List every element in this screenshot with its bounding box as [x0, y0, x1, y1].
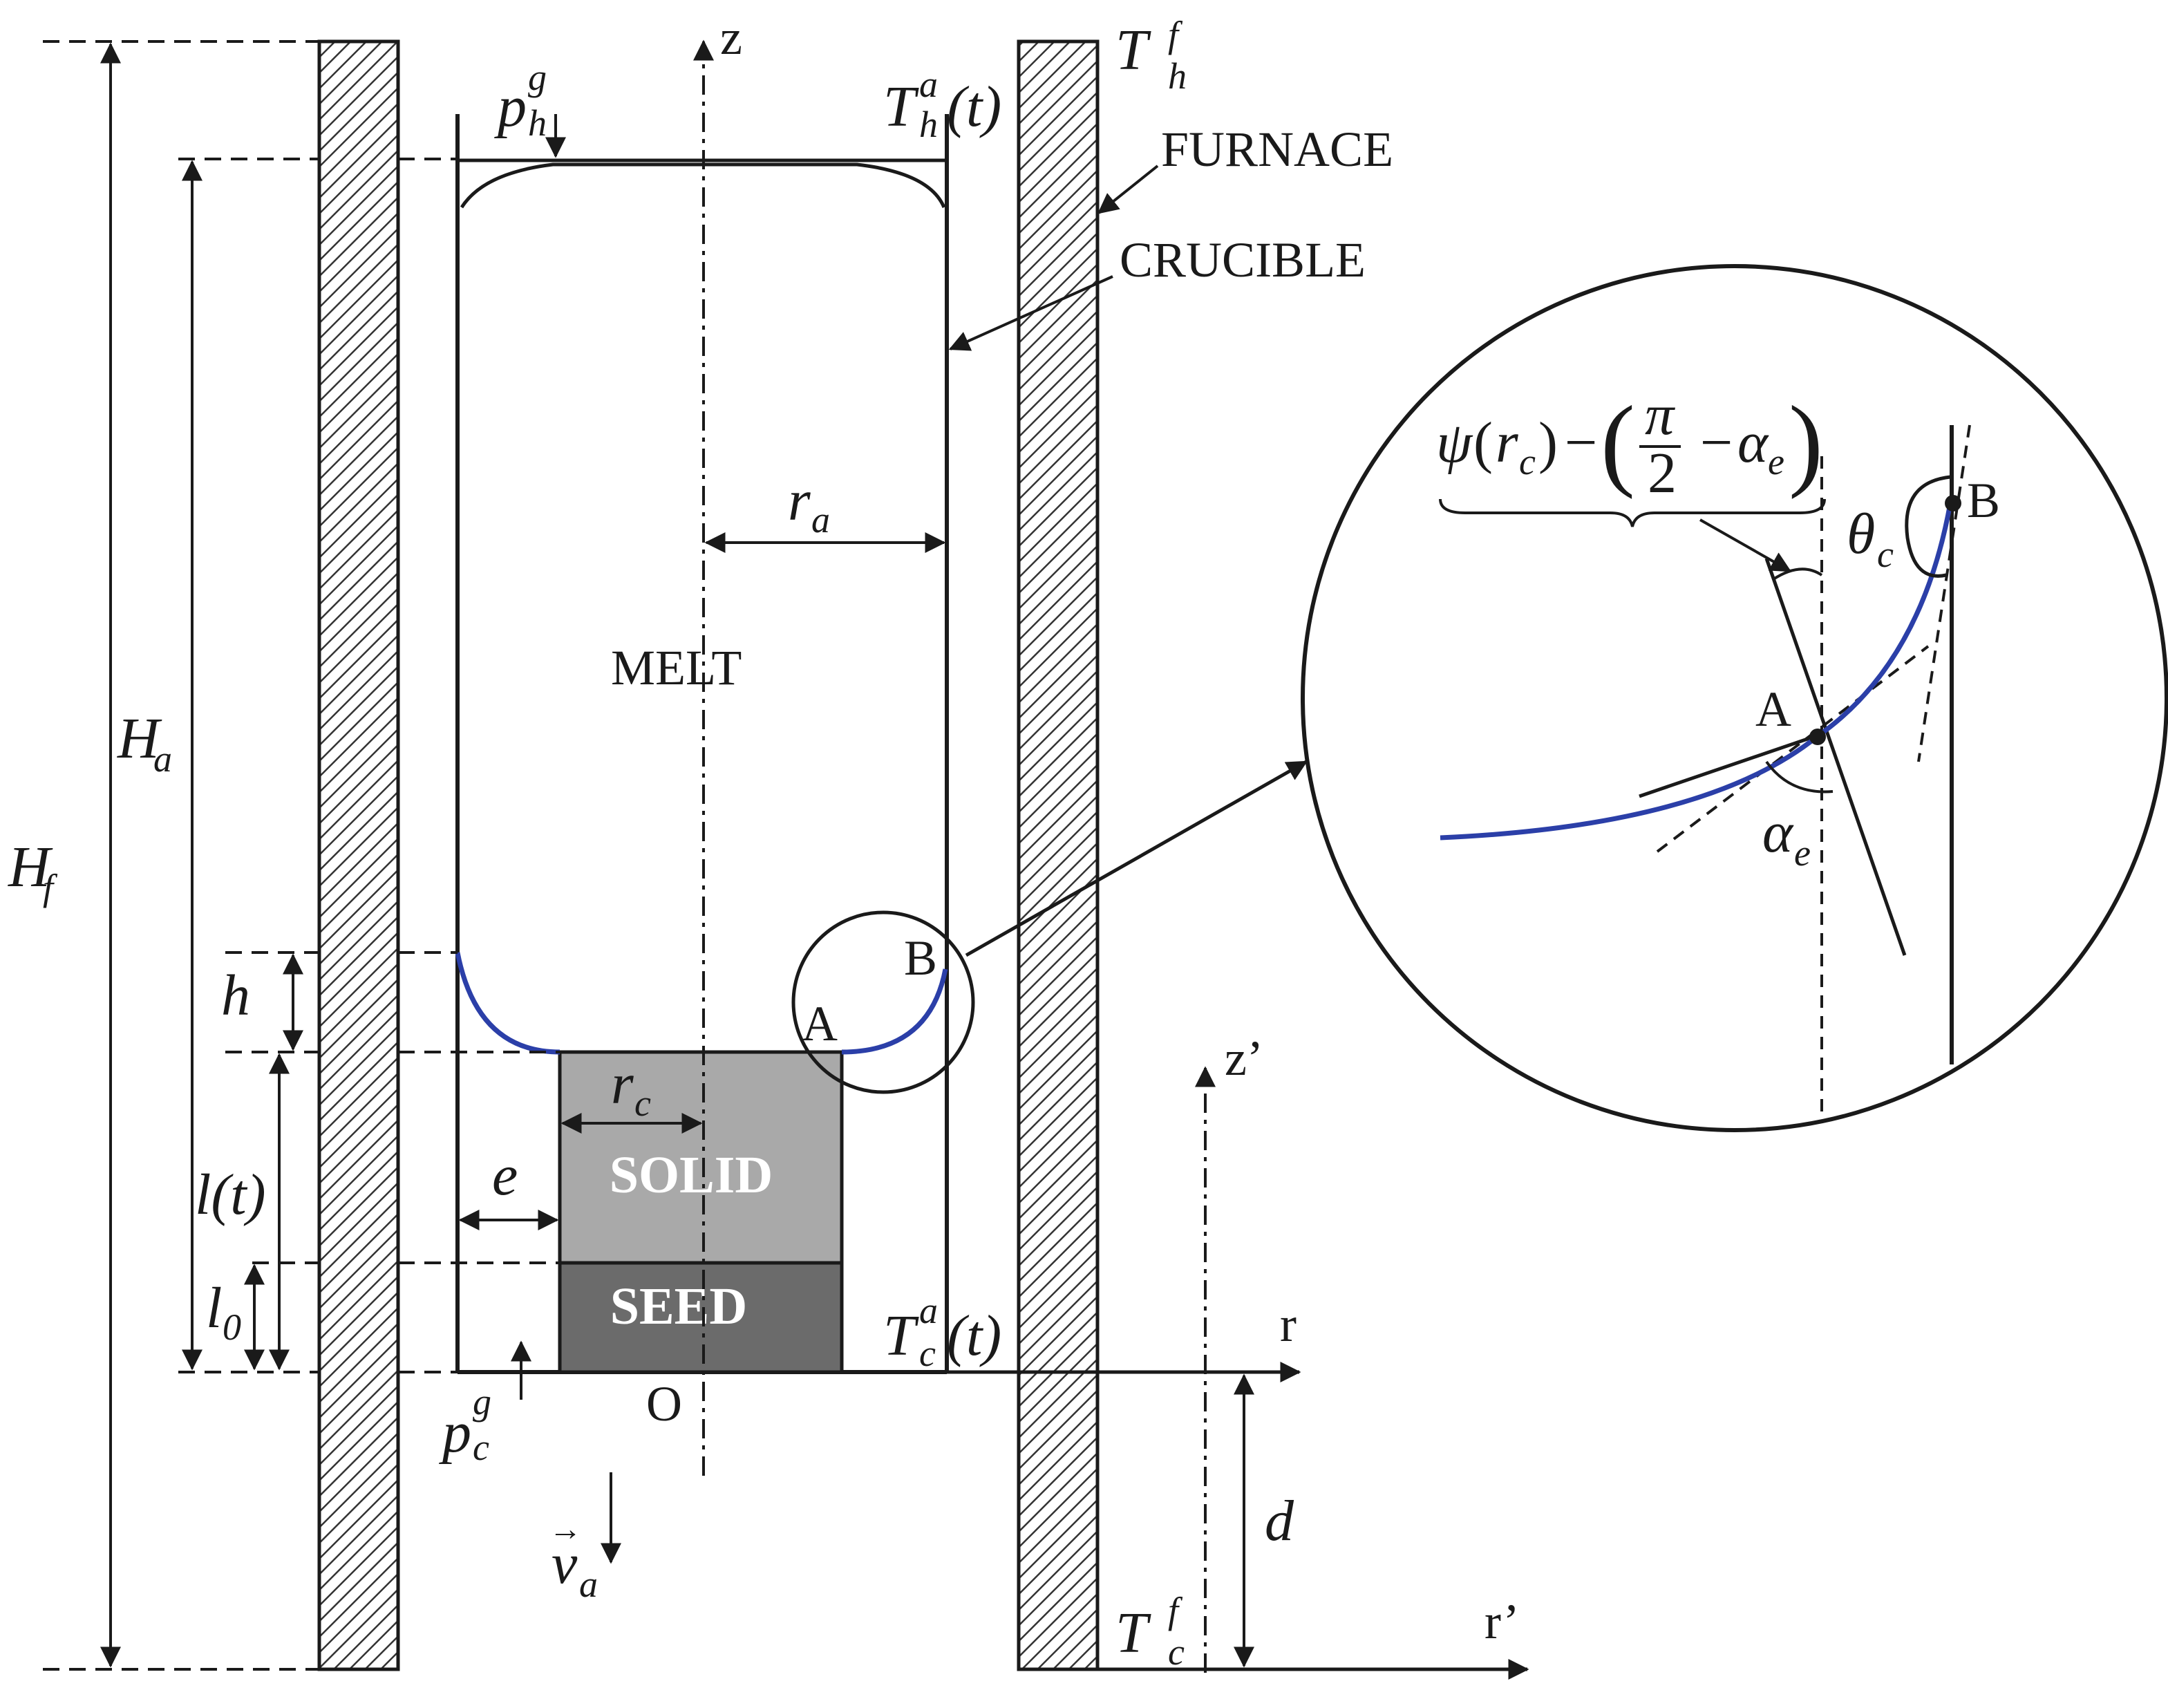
furnace-pointer [1097, 165, 1159, 214]
e-label: e [492, 1143, 518, 1208]
zoom-detail [1301, 264, 2168, 1132]
T-c-f-base: T [1115, 1601, 1151, 1665]
psi-r: r [1496, 411, 1518, 475]
r-a-sub: a [811, 499, 830, 541]
melt-label: MELT [611, 640, 742, 695]
l-0-base: l [206, 1276, 222, 1340]
H-f-sub: f [43, 867, 58, 908]
r-axis-label: r [1280, 1297, 1297, 1352]
v-a-sub: a [579, 1564, 598, 1605]
crucible-pointer [948, 275, 1113, 351]
zoom-tangent-a [1639, 732, 1822, 798]
zoom-normal-a [1764, 558, 1907, 956]
psi-lparen: ( [1473, 411, 1493, 475]
psi-r-sub: c [1519, 441, 1536, 482]
r-c-base: r [611, 1052, 634, 1116]
l-t-label: l(t) [195, 1163, 266, 1227]
T-c-a-sub: c [919, 1333, 936, 1374]
psi-brace [1439, 498, 1826, 527]
r-prime-axis-label: r’ [1484, 1594, 1520, 1649]
seed-region [558, 1261, 844, 1374]
psi-numer: π [1645, 383, 1676, 447]
psi-denom: 2 [1648, 441, 1677, 505]
theta-c-sub: c [1877, 534, 1894, 575]
p-c-sub: c [473, 1427, 489, 1468]
T-c-a-arg: (t) [947, 1304, 1001, 1368]
psi-alpha: α [1737, 411, 1769, 475]
zoom-circle [1301, 264, 2168, 1132]
T-c-f-sub: c [1168, 1631, 1185, 1673]
theta-arc [1905, 475, 1951, 578]
point-b-label: B [904, 930, 937, 986]
z-prime-axis-label: z’ [1225, 1031, 1263, 1086]
v-a-accent: → [549, 1511, 582, 1548]
h-label: h [221, 964, 250, 1028]
p-c-base: p [439, 1400, 471, 1465]
T-h-a-sup: a [919, 64, 938, 105]
psi-rparen: ) [1538, 411, 1558, 475]
H-a-sub: a [153, 738, 172, 780]
origin-label: O [646, 1376, 682, 1432]
p-h-base: p [494, 75, 527, 139]
alpha-e-sub: e [1794, 832, 1811, 874]
crucible-label: CRUCIBLE [1120, 232, 1366, 288]
interface-curve [455, 952, 948, 1055]
alpha-arc [1765, 760, 1834, 794]
z-axis-label: z [720, 10, 742, 65]
point-a-label: A [802, 996, 838, 1051]
psi-minus-1: − [1565, 411, 1597, 475]
p-h-sup: g [528, 57, 547, 98]
T-h-a-base: T [883, 75, 919, 139]
detail-circle [791, 910, 975, 1094]
theta-c-base: θ [1847, 502, 1875, 566]
p-c-sup: g [473, 1381, 491, 1423]
seed-label: SEED [610, 1277, 748, 1335]
psi-alpha-sub: e [1768, 441, 1784, 482]
T-c-f-sup: f [1168, 1590, 1183, 1631]
l-0-sub: 0 [223, 1306, 241, 1348]
T-c-a-sup: a [919, 1290, 938, 1331]
T-c-a-base: T [883, 1304, 919, 1368]
zoom-point-a-label: A [1755, 682, 1791, 737]
psi-pointer [1699, 518, 1792, 572]
solid-region [558, 1050, 844, 1265]
furnace-wall-right [1017, 39, 1100, 1671]
d-label: d [1265, 1489, 1294, 1553]
zoom-point-b-label: B [1967, 473, 2000, 528]
psi-big-lparen: ( [1601, 385, 1635, 500]
T-h-f-sub: h [1168, 55, 1187, 97]
T-h-a-arg: (t) [947, 75, 1001, 139]
psi-big-rparen: ) [1789, 385, 1823, 500]
r-c-sub: c [634, 1082, 651, 1124]
point-a-dot [1809, 729, 1826, 745]
psi-expression: ψ ( r c ) − ( π 2 − α e ) [1436, 383, 1826, 572]
point-b-dot [1945, 495, 1961, 512]
T-h-f-base: T [1115, 18, 1151, 82]
furnace-label: FURNACE [1161, 122, 1393, 177]
dimension-arrows [100, 42, 1254, 1668]
psi-symbol: ψ [1436, 411, 1473, 475]
furnace-wall-left [317, 39, 400, 1671]
zoom-tangent-b [1917, 424, 1971, 762]
zoom-pointer [965, 760, 1308, 957]
psi-arc [1772, 567, 1823, 581]
alpha-e-base: α [1762, 800, 1794, 865]
psi-minus-2: − [1700, 411, 1733, 475]
p-h-sub: h [528, 102, 547, 144]
H-a-base: H [117, 706, 162, 771]
T-h-f-sup: f [1168, 14, 1183, 55]
solid-label: SOLID [610, 1146, 773, 1204]
T-h-a-sub: h [919, 104, 938, 145]
zoom-dashed-through-a [1656, 645, 1930, 853]
r-a-base: r [788, 469, 811, 533]
v-a-base: v [552, 1532, 578, 1596]
H-f-base: H [8, 835, 53, 899]
zoom-interface-curve [1440, 503, 1953, 841]
